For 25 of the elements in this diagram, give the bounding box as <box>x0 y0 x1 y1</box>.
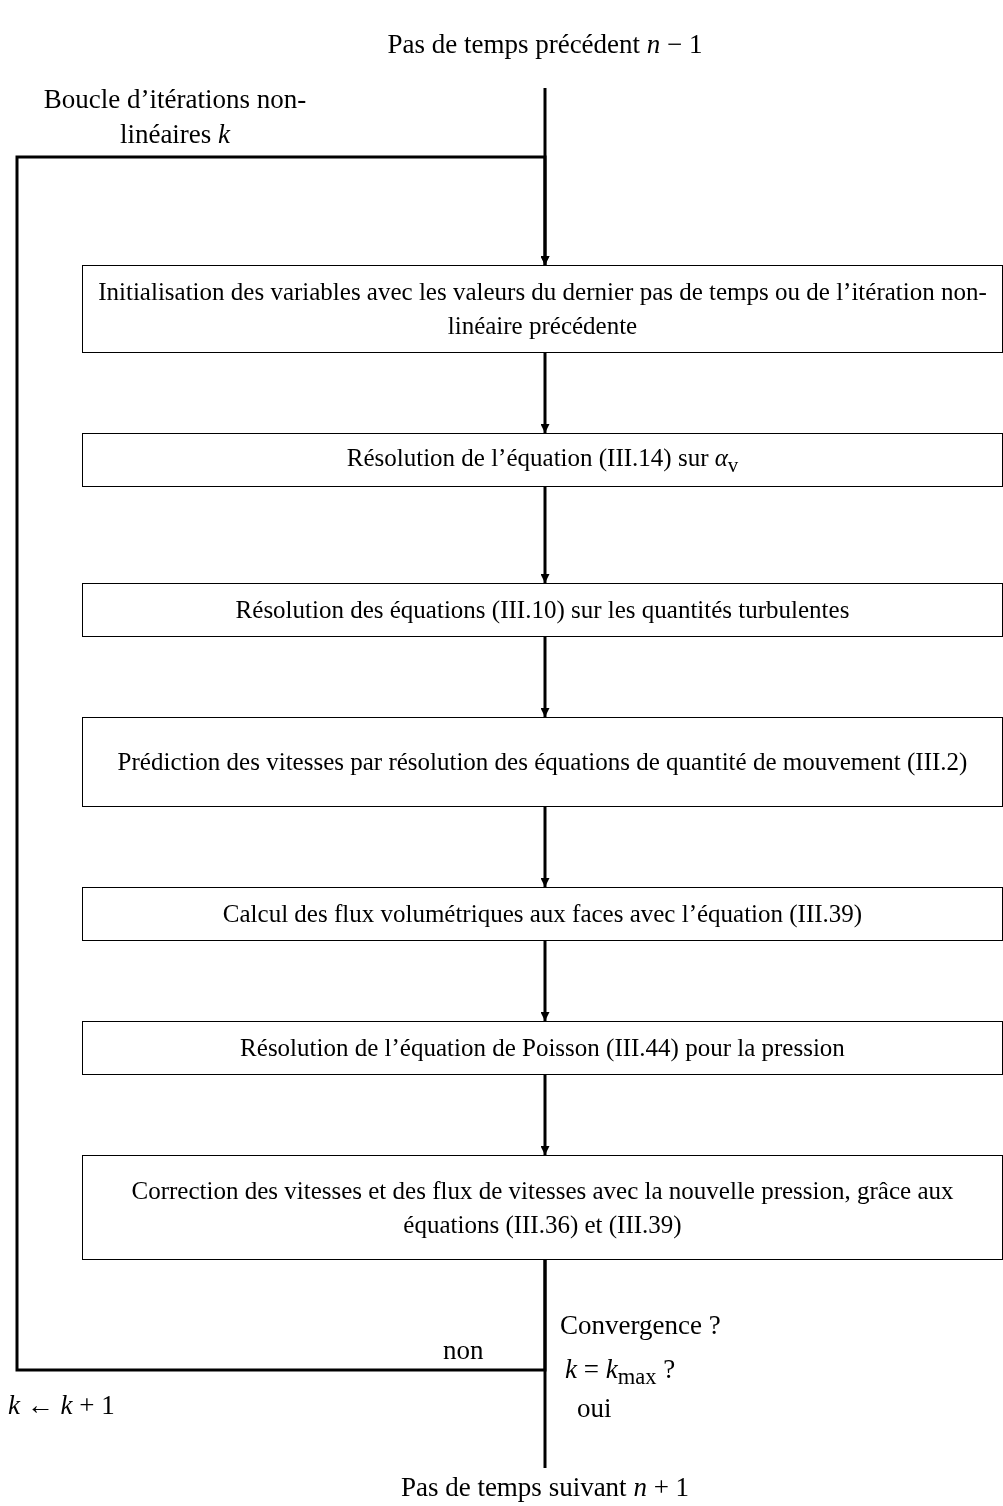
note-text: Boucle d’itérations non-linéaires k <box>42 83 308 152</box>
box-text: Initialisation des variables avec les valeurs du dernier pas de temps ou de l’itération non-linéaire précédente <box>97 277 988 341</box>
arrow <box>540 637 550 717</box>
arrow <box>540 353 550 433</box>
process-box <box>82 717 1003 807</box>
process-box <box>82 433 1003 487</box>
process-box <box>82 1021 1003 1075</box>
box-text: Prédiction des vitesses par résolution des équations de quantité de mouvement (III.2) <box>117 747 968 778</box>
process-box <box>82 1155 1003 1260</box>
process-box <box>82 583 1003 637</box>
box-text: Résolution de l’équation (III.14) sur α$_{v}$ <box>346 442 739 479</box>
arrow <box>540 807 550 887</box>
note-text: Convergence ? <box>560 1309 721 1342</box>
box-text: Correction des vitesses et des flux de vitesses avec la nouvelle pression, grâce aux équations (III.36) et (III.39) <box>130 1175 955 1241</box>
box-text: Résolution de l’équation de Poisson (III.44) pour la pression <box>240 1033 845 1064</box>
arrow <box>540 487 550 583</box>
arrow <box>15 155 550 1372</box>
arrow <box>540 1075 550 1155</box>
note-text: k ← k + 1 <box>8 1389 115 1422</box>
process-box <box>82 887 1003 941</box>
box-text: Résolution des équations (III.10) sur les quantités turbulentes <box>235 595 850 626</box>
note-text: k = k$_{max}$ ? <box>565 1353 676 1392</box>
box-text: Calcul des flux volumétriques aux faces avec l’équation (III.39) <box>222 899 863 930</box>
arrow <box>540 941 550 1021</box>
process-box <box>82 265 1003 353</box>
